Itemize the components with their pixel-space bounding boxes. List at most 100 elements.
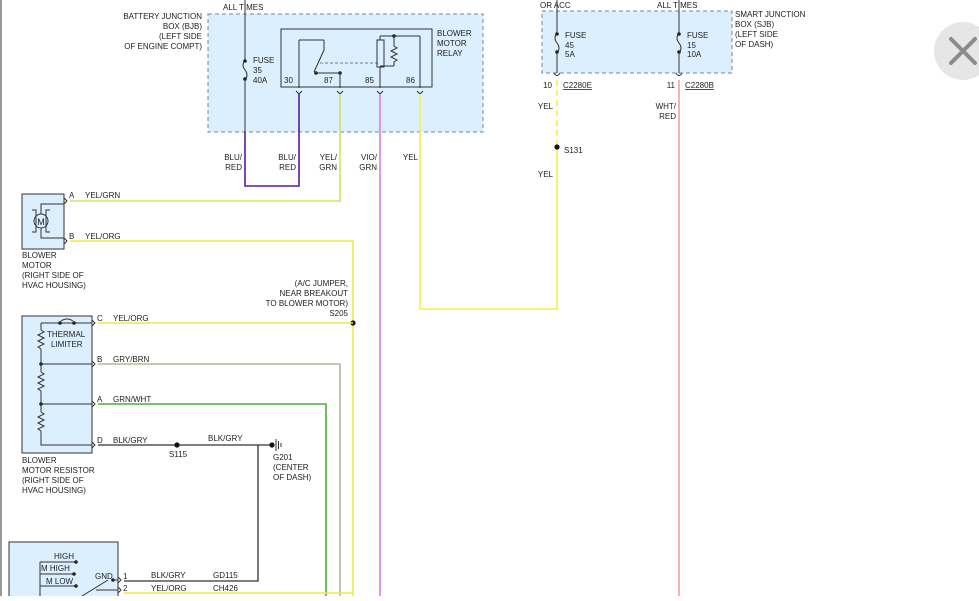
sjb-conn-left-pin: 10 xyxy=(543,81,552,90)
fuse-45-rating: 5A xyxy=(565,50,575,59)
resistor-box xyxy=(21,315,93,454)
fuse-15-label: FUSE xyxy=(687,31,708,40)
resistor-connector-d xyxy=(91,441,96,449)
blower-motor-box xyxy=(21,193,65,250)
ground-g201-node xyxy=(269,442,275,448)
wire-sw-2-label: YEL/ORG xyxy=(151,584,187,593)
relay-diode-resistor xyxy=(389,36,399,66)
fuse-35-number: 35 xyxy=(253,66,262,75)
sjb-conn-right-id: C2280B xyxy=(685,81,714,90)
wire-grn-wht xyxy=(98,403,327,596)
wire-yel-grn-label-b: GRN xyxy=(319,163,337,172)
wire-s115-out-label: BLK/GRY xyxy=(208,434,243,443)
wire-vio-grn-label-b: GRN xyxy=(359,163,377,172)
relay-pin-86: 86 xyxy=(406,76,415,85)
switch-pos-m-low: M LOW xyxy=(46,577,74,586)
ground-g201-symbol xyxy=(275,439,282,451)
splice-s115 xyxy=(174,442,180,448)
blower-motor: M BLOWER MOTOR (RIGHT SIDE OF HVAC HOUSI… xyxy=(21,193,86,290)
splice-s205-note-1: (A/C JUMPER, xyxy=(295,279,348,288)
fuse-45-label: FUSE xyxy=(565,31,586,40)
resistor-pin-a: A xyxy=(97,395,103,404)
wire-sw-2-circuit: CH426 xyxy=(213,584,238,593)
blower-motor-lead-a xyxy=(40,203,64,214)
resistor-label-3: (RIGHT SIDE OF xyxy=(22,476,84,485)
ground-g201-label-1: G201 xyxy=(273,453,293,462)
wire-yel-relay-86 xyxy=(419,94,558,310)
thermal-limiter-label-1: THERMAL xyxy=(47,330,86,339)
sjb-connector-right xyxy=(675,72,683,76)
relay-contact-arm xyxy=(313,49,325,73)
resistor-connector-a xyxy=(91,400,96,408)
splice-s131-label: S131 xyxy=(564,146,583,155)
splice-s205-label: S205 xyxy=(329,309,348,318)
blower-motor-relay xyxy=(280,28,433,88)
blower-motor-label-4: HVAC HOUSING) xyxy=(22,281,86,290)
fuse-35-symbol xyxy=(242,59,248,81)
sjb-conn-right-pin: 11 xyxy=(667,81,676,90)
relay-pin-87: 87 xyxy=(324,76,333,85)
wire-res-b-label: GRY/BRN xyxy=(113,355,150,364)
blower-switch: HIGH M HIGH M LOW GND xyxy=(8,541,119,601)
wire-yel-label: YEL xyxy=(403,153,419,162)
sjb-box xyxy=(541,10,733,74)
resistor-pin-c: C xyxy=(97,314,103,323)
wire-wht-red-label-b: RED xyxy=(659,112,676,121)
close-button[interactable] xyxy=(934,22,979,80)
sjb-label-line-4: OF DASH) xyxy=(735,40,774,49)
relay-pin-85: 85 xyxy=(365,76,374,85)
bjb-power-label: ALL TIMES xyxy=(223,3,263,12)
blower-motor-brush-left xyxy=(32,209,37,233)
wire-res-a-label: GRN/WHT xyxy=(113,395,151,404)
resistor-element-3 xyxy=(36,411,46,432)
sjb-label-line-3: (LEFT SIDE xyxy=(735,30,778,39)
switch-pin-1: 1 xyxy=(123,572,128,581)
fuse-45-dot-bottom xyxy=(555,50,559,54)
fuse-35-label: FUSE xyxy=(253,56,274,65)
sjb-power-right: ALL TIMES xyxy=(657,1,697,10)
wire-yel-grn-label-a: YEL/ xyxy=(320,153,338,162)
fuse-45-symbol xyxy=(554,32,560,54)
fuse-15-rating: 10A xyxy=(687,50,702,59)
blower-motor-label-3: (RIGHT SIDE OF xyxy=(22,271,84,280)
wire-motor-a-label: YEL/GRN xyxy=(85,191,120,200)
splice-s205-note-2: NEAR BREAKOUT xyxy=(280,289,349,298)
resistor-connector-c xyxy=(91,319,96,327)
relay-label-line-1: BLOWER xyxy=(437,29,472,38)
ground-g201-label-3: OF DASH) xyxy=(273,473,312,482)
relay-label-line-2: MOTOR xyxy=(437,39,467,48)
bjb-label-line-4: OF ENGINE COMPT) xyxy=(124,42,202,51)
blower-motor-resistor: THERMAL LIMITER BLOWER MOTOR RESISTOR (R… xyxy=(21,315,95,495)
resistor-element-2 xyxy=(36,371,46,392)
sjb-connector-left xyxy=(553,72,561,76)
blower-motor-symbol-text: M xyxy=(37,217,45,227)
wire-blu-red-label-2b: RED xyxy=(279,163,296,172)
bjb-label-line-1: BATTERY JUNCTION xyxy=(123,12,202,21)
resistor-pin-d: D xyxy=(97,436,103,445)
resistor-label-2: MOTOR RESISTOR xyxy=(22,466,95,475)
wire-blu-red xyxy=(244,94,300,187)
switch-contact-mlow-dot xyxy=(74,584,78,588)
wire-sw-1-circuit: GD115 xyxy=(213,571,238,580)
switch-pos-m-high: M HIGH xyxy=(41,564,70,573)
wire-yel-grn xyxy=(70,94,341,202)
wire-blk-gry-switch xyxy=(124,445,259,582)
wire-yel-org-motor xyxy=(70,240,354,596)
sjb-conn-left-id: C2280E xyxy=(563,81,592,90)
wire-blu-red-label-1b: RED xyxy=(225,163,242,172)
bjb-label-line-3: (LEFT SIDE xyxy=(159,32,202,41)
fuse-35-dot-top xyxy=(243,59,247,63)
switch-pin-2: 2 xyxy=(123,584,128,593)
ground-g201-label-2: (CENTER xyxy=(273,463,309,472)
fuse-45-number: 45 xyxy=(565,41,574,50)
thermal-limiter-arm xyxy=(60,318,74,322)
switch-gnd-label: GND xyxy=(95,572,113,581)
relay-label-line-3: RELAY xyxy=(437,49,463,58)
close-x-icon xyxy=(949,37,977,65)
resistor-label-1: BLOWER xyxy=(22,456,57,465)
wire-yel-sjb-top-label: YEL xyxy=(538,102,554,111)
resistor-label-4: HVAC HOUSING) xyxy=(22,486,86,495)
wire-vio-grn-label-a: VIO/ xyxy=(361,153,378,162)
